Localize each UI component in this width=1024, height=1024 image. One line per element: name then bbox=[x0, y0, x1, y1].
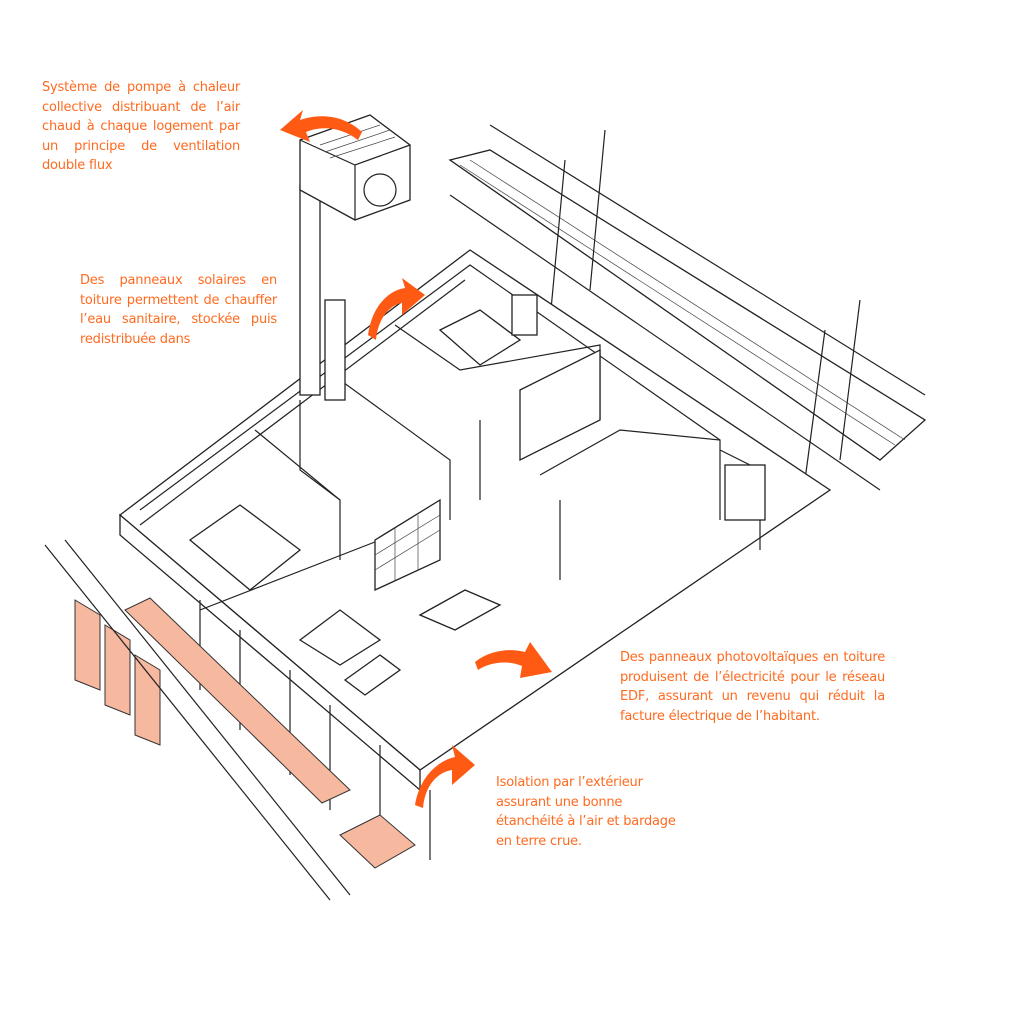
annotation-solar-panels: Des panneaux solaires en toiture permett… bbox=[80, 273, 277, 347]
arrow-insulation bbox=[415, 745, 475, 808]
exterior-walkway bbox=[448, 124, 927, 491]
arrow-heat-pump bbox=[280, 110, 362, 142]
cladding-panels bbox=[44, 539, 351, 901]
heat-pump-unit bbox=[299, 114, 411, 401]
annotation-insulation: Isolation par l’extérieur assurant une b… bbox=[496, 775, 676, 849]
annotation-photovoltaic: Des panneaux photovoltaïques en toiture … bbox=[620, 650, 885, 724]
arrow-solar bbox=[368, 278, 425, 340]
exterior-deck bbox=[124, 597, 351, 804]
arrow-photovoltaic bbox=[475, 642, 552, 678]
apartment-floor bbox=[118, 249, 832, 860]
annotation-heat-pump: Système de pompe à chaleur collective di… bbox=[42, 80, 240, 173]
balcony-deck bbox=[339, 814, 416, 869]
